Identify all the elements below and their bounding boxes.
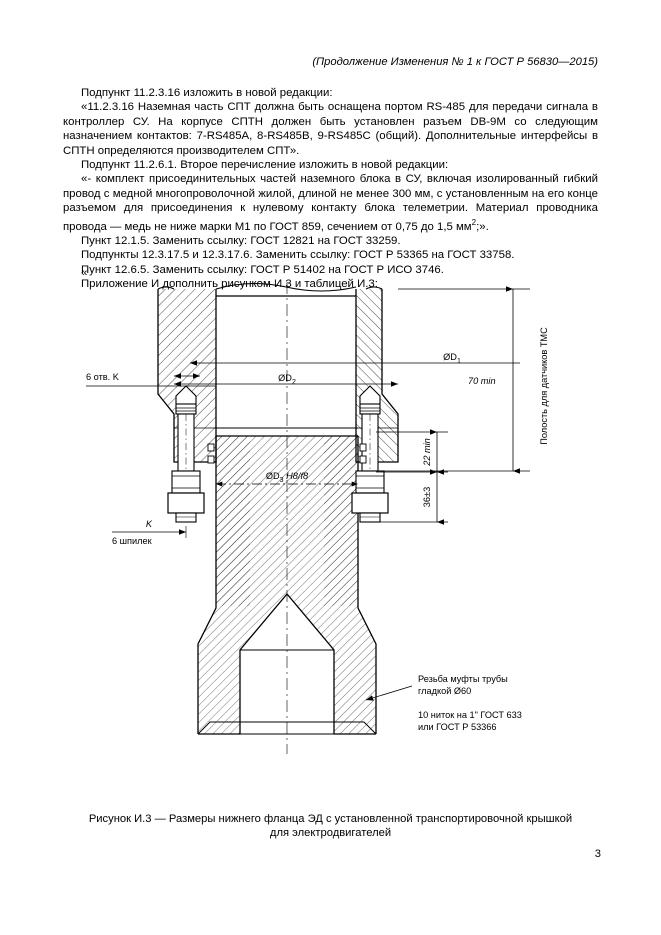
dimension-70-min: 70 min <box>358 286 530 474</box>
caption-line-2: для электродвигателей <box>269 827 392 839</box>
label-36: 36±3 <box>422 487 432 507</box>
paragraph-2: «11.2.3.16 Наземная часть СПТ должна быт… <box>63 101 598 157</box>
label-22-min: 22 min <box>422 438 432 467</box>
flange-assembly-drawing: ØD1 ØD2 ØD3 H8/f8 <box>86 282 549 754</box>
dimension-d3: ØD3 H8/f8 <box>216 471 358 487</box>
stud-left <box>167 385 205 523</box>
paragraph-4-superscript: 2 <box>471 217 477 227</box>
svg-text:ØD3 H8/f8: ØD3 H8/f8 <box>266 471 309 484</box>
label-thread-4: или ГОСТ Р 53366 <box>418 722 497 732</box>
dimension-d1: ØD1 <box>190 352 520 366</box>
paragraph-4: «- комплект присоединительных частей наз… <box>63 172 598 233</box>
body-text-block: Подпункт 11.2.3.16 изложить в новой реда… <box>63 86 598 291</box>
label-d3-fit: H8/f8 <box>286 471 309 481</box>
label-studs-count: 6 шпилек <box>112 536 153 546</box>
figure-caption: Рисунок И.3 — Размеры нижнего фланца ЭД … <box>63 812 598 840</box>
caption-line-1: Рисунок И.3 — Размеры нижнего фланца ЭД … <box>88 813 573 825</box>
label-studs-dim: K <box>146 519 153 529</box>
label-d3: ØD <box>266 471 280 481</box>
label-d2-sub: 2 <box>292 379 296 386</box>
label-d1-sub: 1 <box>457 358 461 365</box>
inner-body-section <box>197 435 377 735</box>
paragraph-7: Пункт 12.6.5. Заменить ссылку: ГОСТ Р 51… <box>81 263 444 276</box>
label-70-min: 70 min <box>468 376 496 386</box>
label-d3-sub: 3 <box>280 477 284 484</box>
paragraph-4-post: ;». <box>476 220 489 233</box>
svg-text:ØD1: ØD1 <box>443 352 461 365</box>
label-holes: 6 отв. K <box>86 372 120 382</box>
label-cavity: Полость для датчиков ТМС <box>539 327 549 445</box>
seal-marks <box>207 443 367 464</box>
label-d1: ØD <box>443 352 457 362</box>
continuation-header: (Продолжение Изменения № 1 к ГОСТ Р 5683… <box>312 56 598 68</box>
opening-quotation-mark: « <box>81 267 88 279</box>
label-thread-1: Резьба муфты трубы <box>418 674 508 684</box>
thread-note-callout: Резьба муфты трубы гладкой Ø60 10 ниток … <box>365 674 522 732</box>
technical-drawing-figure: ØD1 ØD2 ØD3 H8/f8 <box>0 276 661 816</box>
svg-text:ØD2: ØD2 <box>278 373 296 386</box>
label-thread-2: гладкой Ø60 <box>418 686 471 696</box>
label-thread-3: 10 ниток на 1" ГОСТ 633 <box>418 710 522 720</box>
paragraph-8: Приложение И дополнить рисунком И.3 и та… <box>81 278 378 291</box>
paragraph-3: Подпункт 11.2.6.1. Второе перечисление и… <box>81 159 449 172</box>
paragraph-4-pre: «- комплект присоединительных частей наз… <box>63 173 598 233</box>
paragraph-5: Пункт 12.1.5. Заменить ссылку: ГОСТ 1282… <box>81 234 401 247</box>
paragraph-6: Подпункты 12.3.17.5 и 12.3.17.6. Заменит… <box>81 249 515 262</box>
studs-callout: K 6 шпилек <box>112 519 187 546</box>
dimension-d2: ØD2 <box>174 373 398 387</box>
dimension-36: 36±3 <box>376 469 448 525</box>
label-d2: ØD <box>278 373 292 383</box>
paragraph-1: Подпункт 11.2.3.16 изложить в новой реда… <box>81 87 333 99</box>
holes-callout: 6 отв. K <box>86 372 216 387</box>
break-line <box>215 282 357 292</box>
page-number: 3 <box>594 848 601 860</box>
drawing-geometry: ØD1 ØD2 ØD3 H8/f8 <box>86 282 549 754</box>
